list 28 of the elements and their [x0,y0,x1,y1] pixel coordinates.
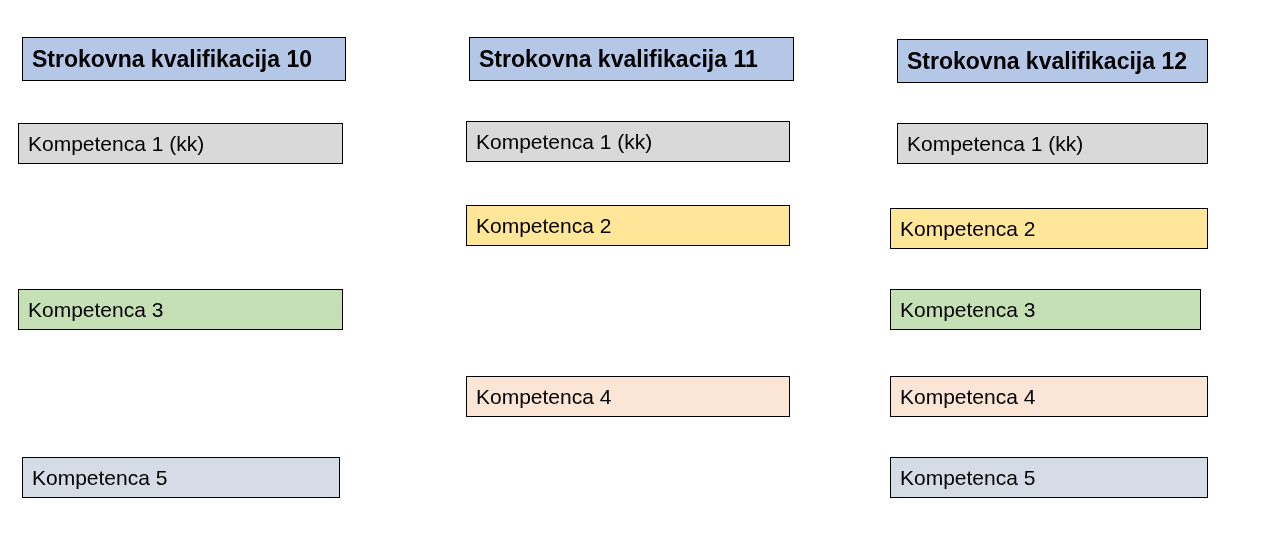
competence-label: Kompetenca 4 [900,384,1036,409]
competence-box [466,121,790,162]
competence-box [897,123,1208,164]
qualification-header-box [22,37,346,81]
competence-box [22,457,340,498]
competence-box [890,376,1208,417]
competence-label: Kompetenca 5 [900,465,1036,490]
competence-label: Kompetenca 5 [32,465,168,490]
qualification-title: Strokovna kvalifikacija 11 [479,45,758,73]
competence-label: Kompetenca 2 [476,213,612,238]
competence-label: Kompetenca 2 [900,216,1036,241]
competence-label: Kompetenca 4 [476,384,612,409]
qualification-title: Strokovna kvalifikacija 10 [32,45,312,73]
competence-box [18,123,343,164]
competence-box [18,289,343,330]
competence-box [466,205,790,246]
competence-box [890,289,1201,330]
competence-label: Kompetenca 1 (kk) [28,131,205,156]
competence-label: Kompetenca 3 [28,297,164,322]
qualification-title: Strokovna kvalifikacija 12 [907,47,1187,75]
competence-label: Kompetenca 3 [900,297,1036,322]
competence-box [890,457,1208,498]
competence-box [890,208,1208,249]
competence-box [466,376,790,417]
competence-label: Kompetenca 1 (kk) [907,131,1084,156]
competence-label: Kompetenca 1 (kk) [476,129,653,154]
qualification-header-box [469,37,794,81]
qualification-header-box [897,39,1208,83]
